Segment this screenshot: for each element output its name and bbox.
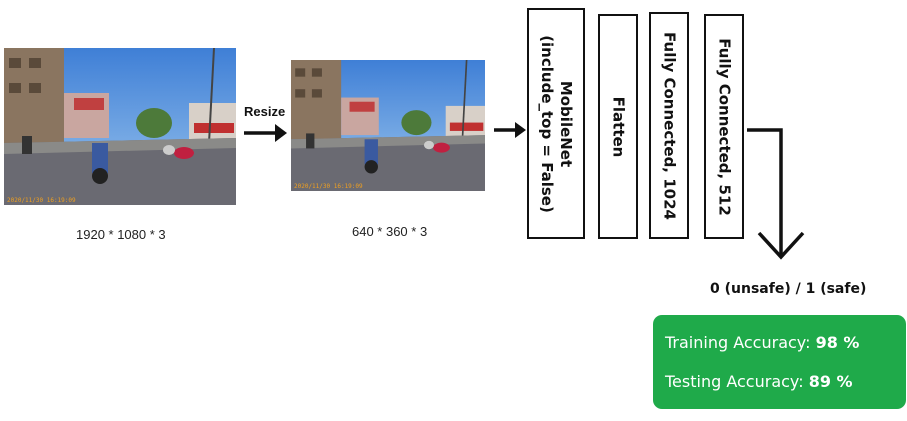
layer-flatten: Flatten: [598, 14, 638, 239]
layer-fc1024-label: Fully Connected, 1024: [660, 31, 679, 220]
resized-image-timestamp: 2020/11/30 16:19:09: [294, 183, 363, 190]
layer-fully-connected-512: Fully Connected, 512: [704, 14, 744, 239]
accuracy-box: Training Accuracy: 98 % Testing Accuracy…: [653, 315, 906, 409]
resize-label: Resize: [244, 104, 286, 119]
layer-mobilenet-label: MobileNet (include_top = False): [538, 34, 575, 213]
layer-fully-connected-1024: Fully Connected, 1024: [649, 12, 689, 239]
input-street-image: 2020/11/30 16:19:09: [4, 48, 236, 205]
testing-accuracy-label: Testing Accuracy:: [665, 372, 809, 391]
testing-accuracy: Testing Accuracy: 89 %: [665, 372, 853, 391]
arrow-down-icon: [747, 128, 805, 260]
testing-accuracy-value: 89 %: [808, 372, 853, 391]
layer-fc512-label: Fully Connected, 512: [715, 37, 734, 216]
output-label: 0 (unsafe) / 1 (safe): [710, 281, 867, 297]
training-accuracy-label: Training Accuracy:: [665, 333, 816, 352]
layer-mobilenet: MobileNet (include_top = False): [527, 8, 585, 239]
input-image-timestamp: 2020/11/30 16:19:09: [7, 197, 76, 204]
resized-street-image: 2020/11/30 16:19:09: [291, 60, 485, 191]
training-accuracy-value: 98 %: [815, 333, 860, 352]
arrow-right-icon: [494, 122, 526, 138]
layer-flatten-label: Flatten: [609, 96, 628, 157]
resized-image-caption: 640 * 360 * 3: [352, 224, 428, 239]
arrow-right-icon: [244, 124, 287, 142]
input-image-caption: 1920 * 1080 * 3: [76, 227, 166, 242]
training-accuracy: Training Accuracy: 98 %: [665, 333, 859, 352]
